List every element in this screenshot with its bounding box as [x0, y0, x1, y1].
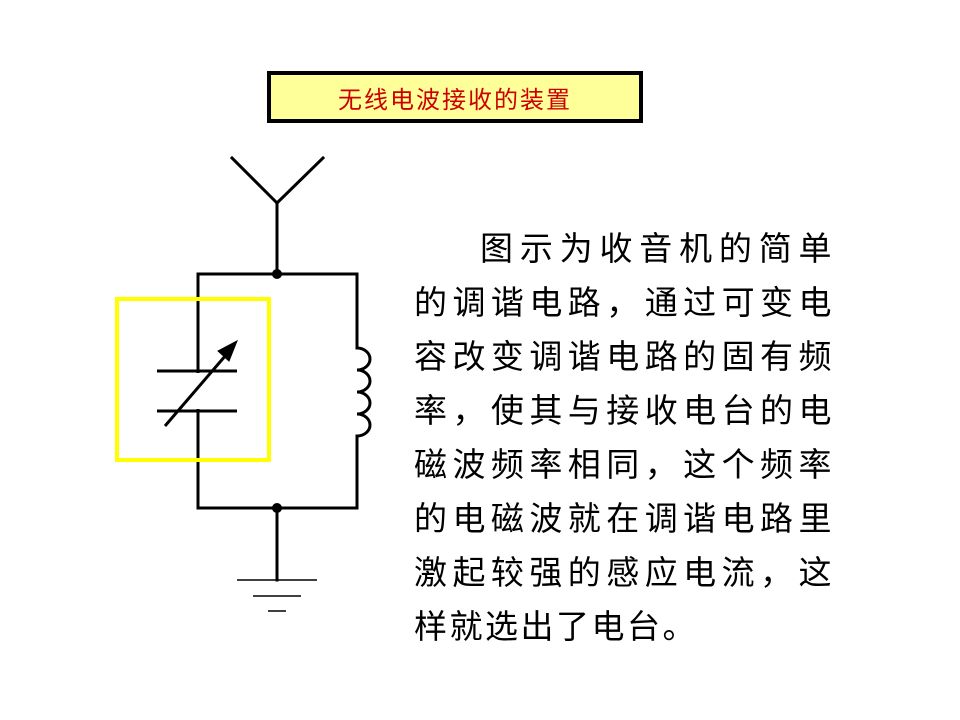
variable-capacitor-icon [157, 339, 238, 427]
circuit-description: 图示为收音机的简单的调谐电路，通过可变电容改变调谐电路的固有频率，使其与接收电台… [414, 229, 834, 646]
top-junction-dot [272, 269, 282, 279]
ground-icon [237, 579, 317, 612]
antenna-icon [229, 155, 326, 276]
inductor-coil-icon [355, 272, 372, 510]
slide-title: 无线电波接收的装置 [267, 71, 643, 123]
capacitor-highlight-frame [115, 297, 271, 462]
bottom-junction-dot [272, 503, 282, 513]
